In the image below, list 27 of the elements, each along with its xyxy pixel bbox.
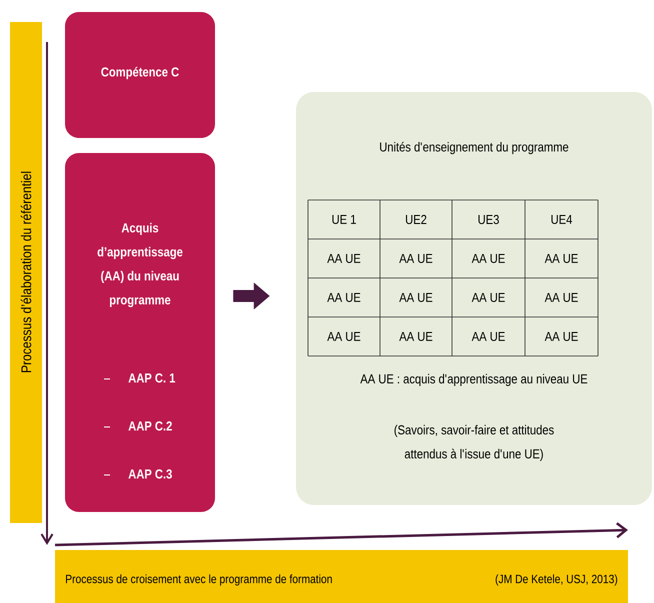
table-cell: UE3 — [478, 214, 499, 224]
table-cell: AA UE — [544, 332, 578, 342]
table-cell: UE 1 — [332, 214, 356, 224]
text: (JM De Ketele, USJ, 2013) — [496, 574, 618, 586]
heading: Compétence C — [101, 66, 179, 80]
table-cell: AA UE — [399, 332, 432, 342]
table-cell: AA UE — [327, 292, 360, 302]
table-cell: UE2 — [406, 214, 426, 224]
table-cell: AA UE — [399, 292, 432, 302]
heading: Acquis d’apprentissage (AA) du niveau programme — [98, 222, 182, 308]
table-cell: AA UE — [399, 254, 432, 264]
text: AA UE : acquis d'apprentissage au niveau UE — [360, 374, 588, 386]
table-cell: AA UE — [544, 292, 578, 302]
heading: Processus de croisement avec le programme de formation — [66, 574, 332, 586]
table-cell: AA UE — [327, 332, 360, 342]
table-cell: UE4 — [551, 214, 572, 224]
text: AAP C.2 — [128, 421, 172, 431]
text: AAP C.3 — [128, 469, 172, 479]
table-cell: AA UE — [544, 254, 578, 264]
heading: Processus d’élaboration du référentiel — [20, 172, 32, 372]
text: AAP C. 1 — [128, 373, 176, 383]
table-cell: AA UE — [472, 292, 505, 302]
table-cell: AA UE — [472, 254, 505, 264]
heading: Unités d'enseignement du programme — [380, 142, 568, 154]
text: (Savoirs, savoir-faire et attitudes attendus à l'issue d'une UE) — [394, 424, 554, 462]
table-cell: AA UE — [327, 254, 360, 264]
table-cell: AA UE — [472, 332, 505, 342]
